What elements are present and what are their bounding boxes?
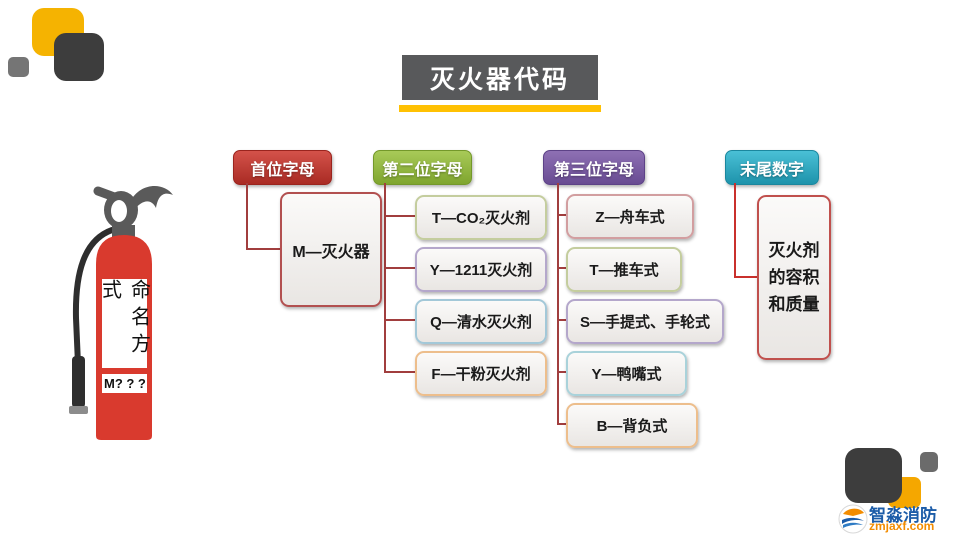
connector-line	[246, 248, 280, 250]
connector-line	[384, 319, 415, 321]
decor-square-dark-top-left	[54, 33, 104, 81]
logo-company-name: 智淼消防	[869, 506, 937, 525]
title-underline	[399, 105, 601, 112]
connector-line	[246, 183, 248, 250]
header-first-letter: 首位字母	[233, 150, 332, 185]
zhimiao-logo-icon	[838, 504, 868, 534]
extinguisher-horn	[130, 185, 173, 210]
node-b-backpack: B—背负式	[566, 403, 698, 448]
connector-line	[384, 371, 415, 373]
decor-square-dark-bottom-right	[845, 448, 902, 503]
header-trailing-number: 末尾数字	[725, 150, 819, 185]
connector-line	[557, 423, 566, 425]
extinguisher-hose	[72, 227, 115, 367]
connector-line	[557, 371, 566, 373]
node-m-extinguisher: M—灭火器	[280, 192, 382, 307]
connector-line	[734, 276, 757, 278]
header-third-letter: 第三位字母	[543, 150, 645, 185]
decor-square-gray-top-left	[8, 57, 29, 77]
connector-line	[557, 267, 566, 269]
naming-method-label: 命名方式	[99, 279, 150, 368]
extinguisher-nozzle-tip	[69, 406, 88, 414]
connector-line	[557, 214, 566, 216]
node-t-trolley: T—推车式	[566, 247, 682, 292]
connector-line	[384, 183, 386, 373]
node-f-drypowder-agent: F—干粉灭火剂	[415, 351, 547, 396]
page-title: 灭火器代码	[402, 55, 598, 100]
node-y-duckbill: Y—鸭嘴式	[566, 351, 687, 396]
decor-square-gray-bottom-right	[920, 452, 938, 472]
node-t-co2-agent: T—CO₂灭火剂	[415, 195, 547, 240]
node-z-boat-cart: Z—舟车式	[566, 194, 694, 239]
node-q-water-agent: Q—清水灭火剂	[415, 299, 547, 344]
node-agent-volume-mass: 灭火剂的容积和质量	[757, 195, 831, 360]
connector-line	[734, 183, 736, 278]
logo-domain: zmjaxf.com	[869, 519, 935, 533]
connector-line	[384, 267, 415, 269]
header-second-letter: 第二位字母	[373, 150, 472, 185]
extinguisher-nozzle	[72, 356, 85, 408]
connector-line	[557, 319, 566, 321]
node-y-1211-agent: Y—1211灭火剂	[415, 247, 547, 292]
connector-line	[384, 215, 415, 217]
naming-code-label: M? ? ?	[102, 374, 147, 393]
node-s-portable: S—手提式、手轮式	[566, 299, 724, 344]
extinguisher-valve-opening	[111, 200, 127, 222]
connector-line	[557, 183, 559, 425]
